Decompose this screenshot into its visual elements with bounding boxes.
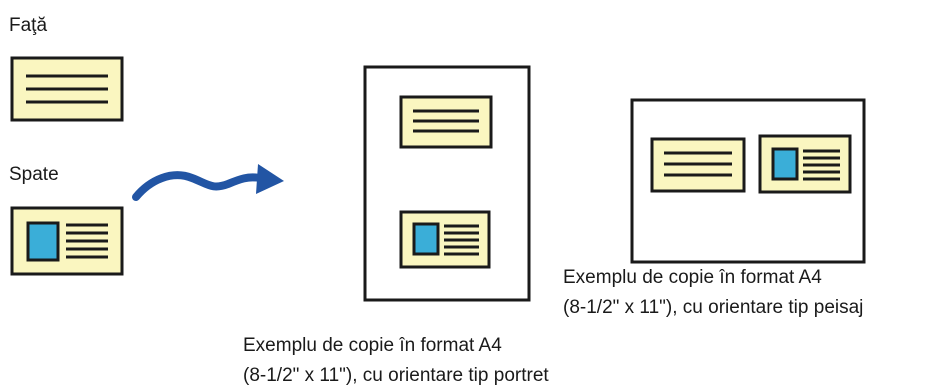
portrait-caption: Exemplu de copie în format A4 (8-1/2" x … [243,331,549,391]
portrait-page [363,65,531,302]
front-label: Faţă [9,15,48,36]
landscape-caption-line2: (8-1/2" x 11"), cu orientare tip peisaj [563,297,864,318]
back-card-icon [10,206,124,276]
front-card-icon [10,56,124,122]
landscape-caption-line1: Exemplu de copie în format A4 [563,267,822,288]
landscape-page [630,98,866,264]
portrait-caption-line2: (8-1/2" x 11"), cu orientare tip portret [243,365,549,386]
back-label: Spate [9,164,59,185]
landscape-caption: Exemplu de copie în format A4 (8-1/2" x … [563,263,863,323]
portrait-caption-line1: Exemplu de copie în format A4 [243,335,502,356]
curved-arrow-icon [132,164,284,201]
